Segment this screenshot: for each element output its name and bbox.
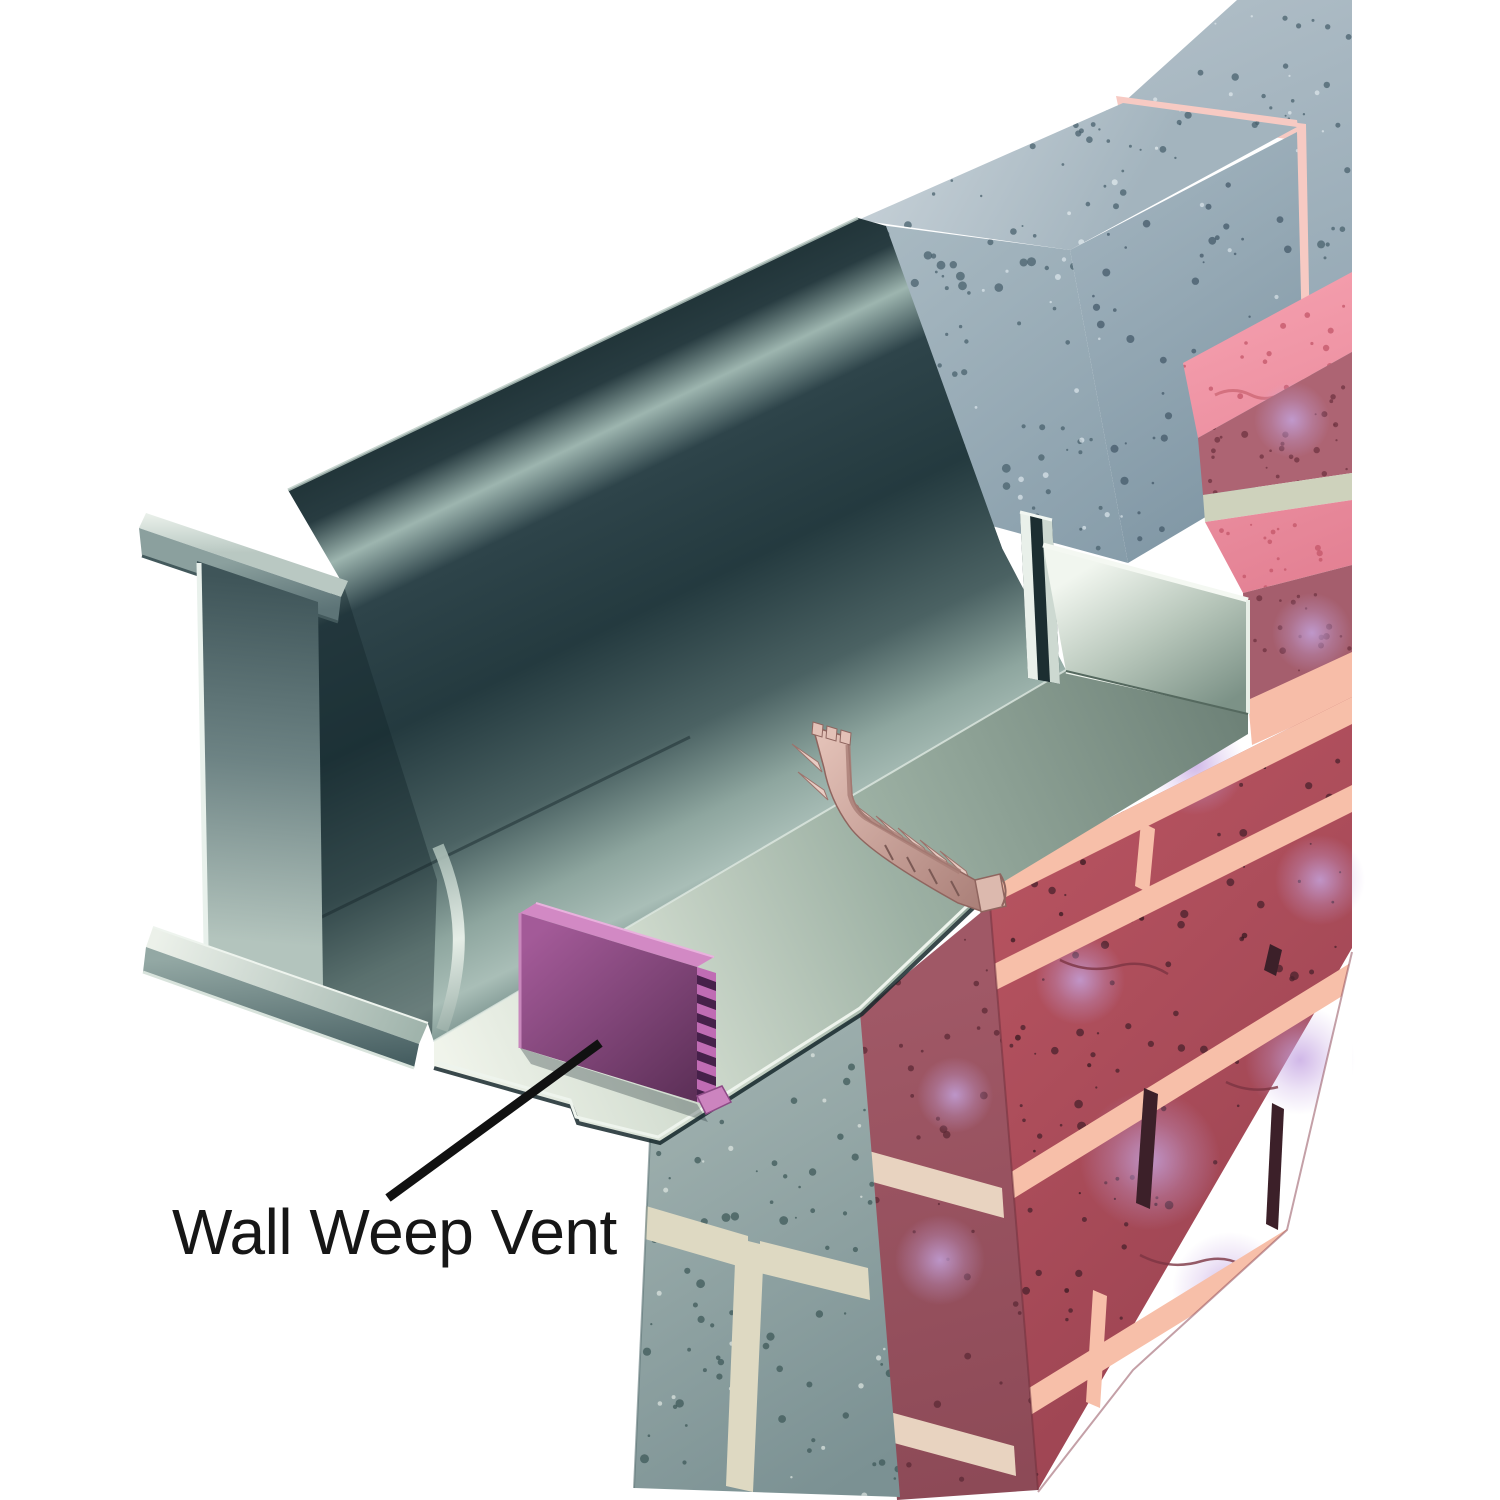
flashing-interior-shadow — [316, 586, 437, 1035]
beam-top-flange-top — [139, 513, 348, 597]
mortar-joint-vertical — [1086, 1290, 1107, 1408]
vent-rib-louvers — [697, 975, 716, 1104]
upstand-channel-cap — [1019, 510, 1053, 522]
strip-inner-shade — [845, 744, 962, 875]
label-wall-weep-vent: Wall Weep Vent — [172, 1196, 618, 1268]
flashing-ridge-edge — [287, 216, 859, 492]
brick-wall-upper — [1183, 272, 1352, 745]
mortar-bed-salmon — [990, 962, 1352, 1213]
strip-barb-tick — [906, 856, 916, 873]
upstand-panel-top-edge — [1042, 542, 1249, 603]
brick-crack-line — [1139, 1253, 1243, 1267]
annotation: Wall Weep Vent — [172, 1039, 618, 1268]
lintel-flashing-membrane — [249, 216, 1066, 1042]
wall-cut-white — [1034, 952, 1352, 1500]
brick-crack-line — [1059, 958, 1169, 976]
mortar-bed-salmon — [1248, 652, 1352, 745]
strip-hook-end — [974, 873, 1007, 913]
flashing-surface — [288, 218, 1066, 1042]
block-left-edge — [633, 1138, 651, 1489]
strip-hook-curl — [999, 873, 1007, 907]
beam-flange-edge — [142, 970, 415, 1070]
mortar-cream-band — [645, 1206, 748, 1269]
concrete-block-rear — [1123, 0, 1352, 458]
mortar-joint-vertical-dark — [1264, 944, 1282, 976]
mortar-cream-band — [760, 1241, 870, 1300]
brick-blotch — [917, 1057, 993, 1133]
beam-flange-edge — [152, 926, 429, 1024]
flashing-curve-highlight — [432, 843, 465, 1032]
upstand-channel-left-bar — [1020, 512, 1038, 680]
vent-front-face — [520, 913, 697, 1102]
strip-top-prong — [825, 725, 838, 742]
mortar-bed-salmon — [990, 785, 1352, 993]
upstand-panel-bottom-edge — [1065, 670, 1249, 715]
steel-lintel-beam — [139, 513, 429, 1070]
mortar-cream-band — [858, 1148, 1004, 1218]
strip-barb-tick — [928, 868, 938, 885]
mortar-joint-vertical — [1135, 822, 1155, 893]
termination-strip — [791, 721, 1007, 913]
flashing-crease-line — [249, 735, 691, 954]
beam-bottom-flange-front — [143, 947, 419, 1068]
brick-top-face — [1205, 500, 1352, 593]
mortar-cream-band — [868, 1406, 1016, 1476]
leader-line — [385, 1039, 603, 1202]
mortar-joint-vertical-dark — [1136, 1088, 1158, 1209]
strip-barb-tick — [884, 844, 894, 861]
brick-blotch — [1272, 593, 1352, 673]
mortar-joint-pale — [1203, 473, 1352, 522]
strip-top-prong — [839, 729, 852, 746]
brick-arris-edge — [989, 904, 1039, 1491]
brick-crack-line — [1225, 1080, 1279, 1091]
mortar-bed-salmon — [990, 1189, 1352, 1440]
beam-web-edge-highlight — [196, 562, 209, 946]
strip-top-prong — [811, 721, 824, 738]
strip-barb — [797, 771, 829, 801]
beam-web-face — [197, 561, 323, 988]
concrete-block-top-face — [858, 103, 1297, 250]
tray-upstand-assembly — [1019, 510, 1250, 715]
brick-blotch — [1275, 835, 1365, 925]
vent-top-edge-highlight — [535, 902, 715, 958]
mortar-bed-salmon — [990, 697, 1352, 905]
mortar-joint-vertical — [726, 1238, 764, 1492]
wall-cut-edge — [1037, 951, 1353, 1493]
strip-barb-tick — [950, 880, 960, 897]
tray-front-lip-highlight — [435, 884, 990, 1139]
brick-blotch — [895, 1215, 985, 1305]
mortar-joint-vertical-dark — [1266, 1103, 1284, 1230]
vent-foot-tab — [695, 1085, 733, 1115]
tray-front-lip-shadow — [433, 890, 992, 1146]
brick-blotch — [1254, 382, 1330, 458]
beam-bottom-flange-top — [146, 927, 428, 1044]
vent-top-face — [520, 903, 714, 967]
strip-barb — [791, 743, 823, 773]
